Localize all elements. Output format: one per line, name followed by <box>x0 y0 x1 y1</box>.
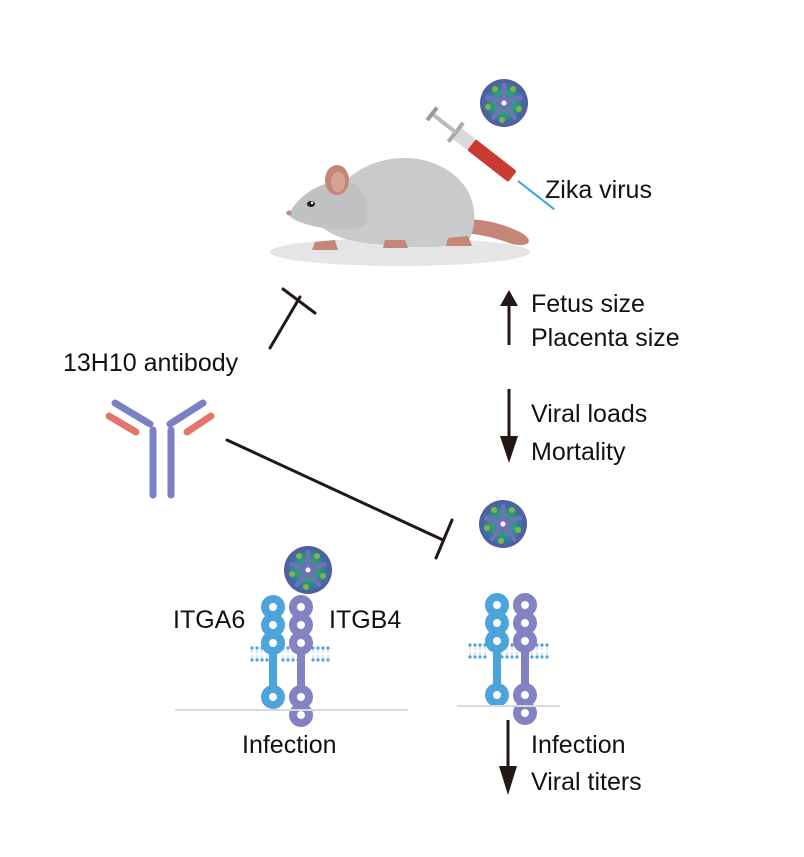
down-arrow-invitro-icon <box>499 720 517 795</box>
inhibition-arrow-to-receptor <box>225 438 454 560</box>
antibody-icon <box>105 399 215 499</box>
infection-label-left: Infection <box>242 731 337 759</box>
syringe-icon <box>425 106 555 211</box>
increased-effect-1: Fetus size <box>531 290 645 318</box>
increased-effect-2: Placenta size <box>531 324 680 352</box>
zika-virion-icon <box>478 77 530 129</box>
inhibition-arrow-to-mouse <box>268 287 317 350</box>
down-arrow-icon <box>500 389 518 463</box>
membrane-left <box>250 646 329 661</box>
free-virion-icon <box>477 498 529 550</box>
zika-virus-label: Zika virus <box>545 176 652 204</box>
mouse-icon <box>270 158 530 266</box>
integrin-receptor-right <box>489 597 533 721</box>
invitro-effect-1: Infection <box>531 731 626 759</box>
virus-bound-receptor <box>282 544 334 596</box>
up-arrow-icon <box>500 290 518 345</box>
membrane-right <box>468 643 548 658</box>
antibody-label: 13H10 antibody <box>63 349 239 377</box>
decreased-effect-2: Mortality <box>531 438 626 466</box>
itga6-label: ITGA6 <box>173 606 246 634</box>
itgb4-label: ITGB4 <box>329 606 402 634</box>
decreased-effect-1: Viral loads <box>531 400 648 428</box>
invitro-effect-2: Viral titers <box>531 768 642 796</box>
